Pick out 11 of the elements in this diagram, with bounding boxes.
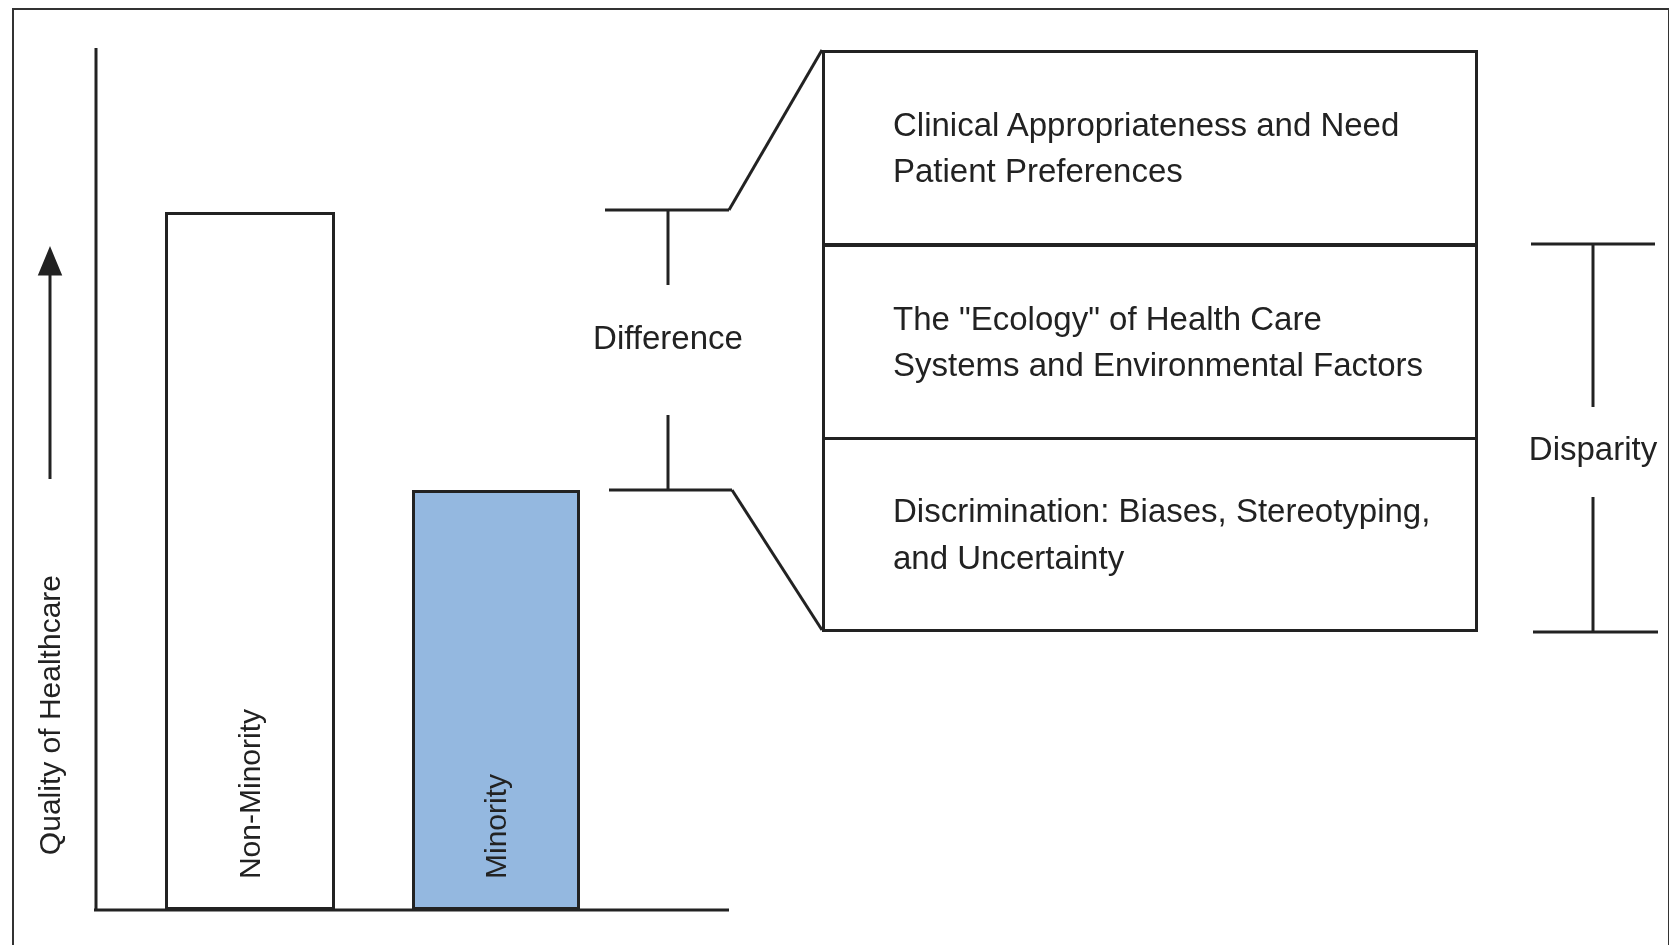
factor-box xyxy=(822,244,1478,440)
factor-text: Clinical Appropriateness and Need xyxy=(893,104,1401,145)
factor-box xyxy=(822,50,1478,246)
factor-box xyxy=(822,437,1478,632)
bar-label: Minority xyxy=(479,774,513,879)
bar xyxy=(165,212,335,910)
bar xyxy=(412,490,580,910)
factor-text: The "Ecology" of Health Care Systems and Environmental Factors xyxy=(893,298,1425,385)
factor-text: Discrimination: Biases, Stereotyping, and Uncertainty xyxy=(893,491,1432,578)
factor-text: Patient Preferences xyxy=(893,151,1184,191)
bar-label: Non-Minority xyxy=(233,708,267,879)
